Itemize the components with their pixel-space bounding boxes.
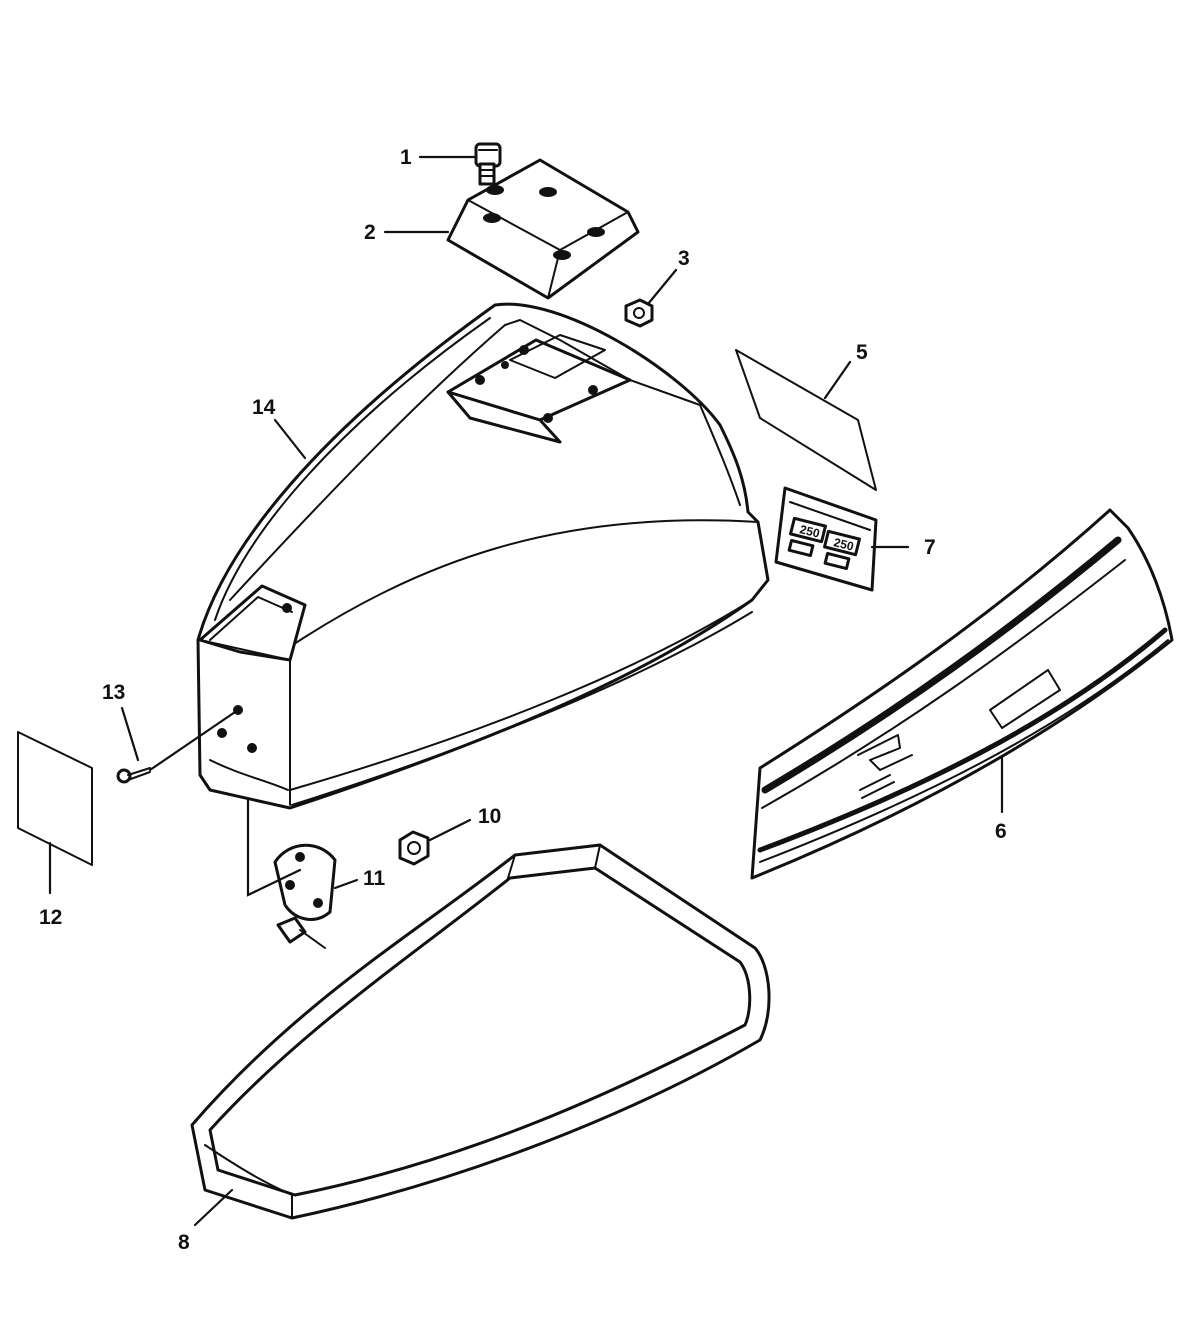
cowl-seal-part (190, 843, 771, 1220)
callout-8: 8 (178, 1231, 190, 1254)
label-part (17, 731, 93, 866)
side-decal-part (750, 508, 1174, 880)
callout-3: 3 (678, 247, 690, 270)
top-plate-part (446, 158, 640, 300)
right-display-mark: 250 (832, 535, 855, 554)
hex-nut-part (398, 830, 430, 866)
hinge-bracket-part (273, 843, 337, 949)
callout-6: 6 (995, 820, 1007, 843)
callout-14: 14 (252, 396, 276, 419)
top-cowl-part (196, 302, 770, 810)
callout-12: 12 (39, 906, 62, 929)
rating-decal-part: 250 250 (774, 486, 878, 592)
decal-sheet-part (735, 349, 877, 491)
callout-2: 2 (364, 221, 376, 244)
leader-lines (48, 155, 1004, 1227)
callout-1: 1 (400, 146, 412, 169)
callout-5: 5 (856, 341, 868, 364)
callout-11: 11 (363, 867, 386, 890)
pin-part (116, 708, 240, 784)
left-display-mark: 250 (798, 522, 821, 541)
screw-part (474, 142, 502, 186)
callout-labels: 1 2 3 5 6 7 8 10 11 12 13 14 (39, 146, 1007, 1254)
nut-part (624, 298, 654, 328)
callout-7: 7 (924, 536, 936, 559)
callout-13: 13 (102, 681, 125, 704)
callout-10: 10 (478, 805, 501, 828)
